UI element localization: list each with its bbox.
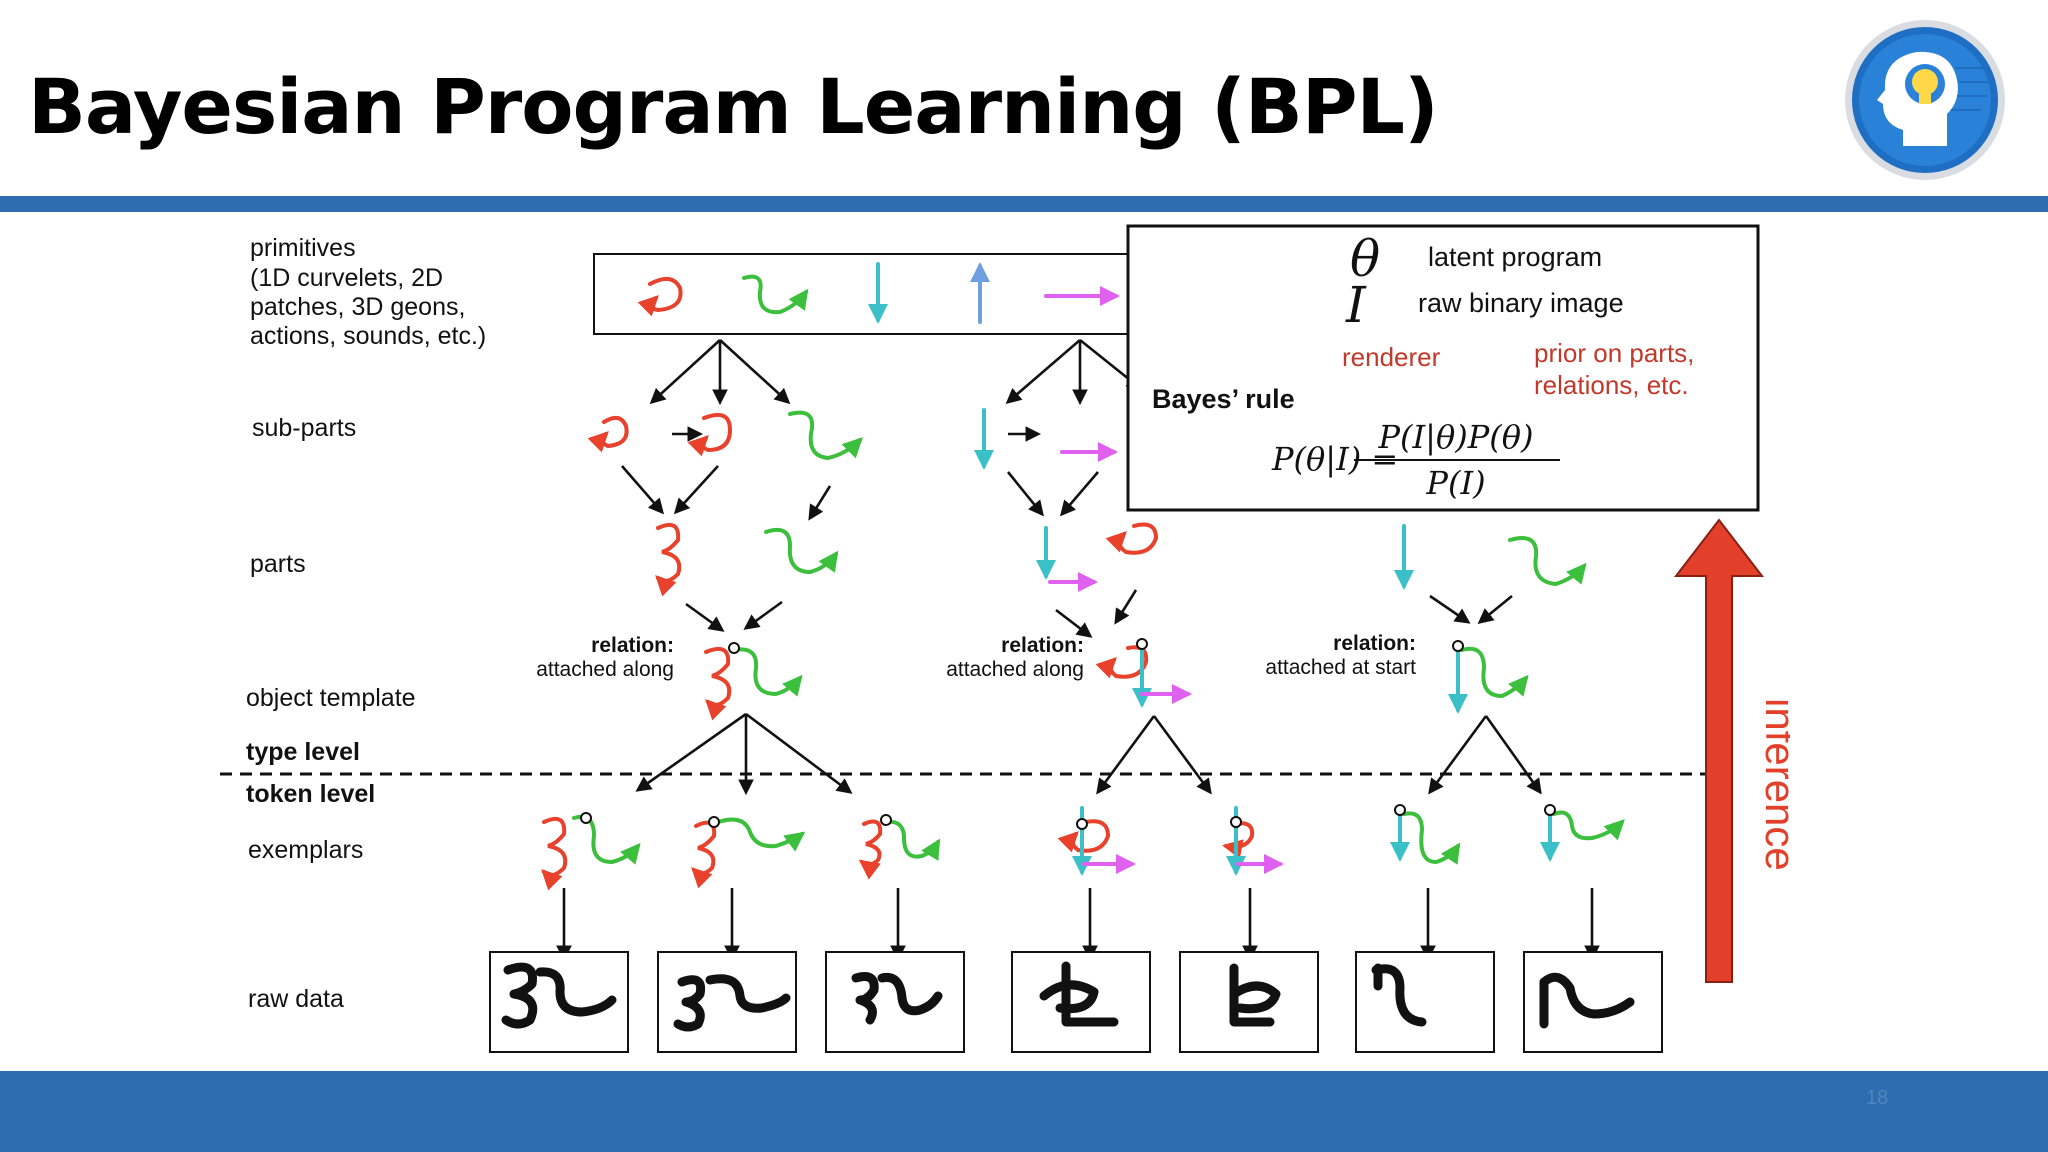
renderer-label: renderer <box>1342 342 1441 372</box>
red-part-3 <box>655 523 682 597</box>
red-subpart-1 <box>587 415 629 453</box>
object-template-label: object template <box>246 684 416 712</box>
parts-label: parts <box>250 550 306 578</box>
raw-data-boxes <box>489 951 1663 1053</box>
inference-label: inference <box>1757 698 1790 871</box>
page-number: 18 <box>1866 1087 1889 1109</box>
exemplars-label: exemplars <box>248 836 363 864</box>
hierarchy-arrows <box>556 338 1600 962</box>
relation-text-3: attached at start <box>1265 656 1416 679</box>
type-level-label: type level <box>246 738 360 766</box>
prior-label-line1: prior on parts, <box>1534 338 1694 368</box>
bpl-diagram: primitives (1D curvelets, 2D patches, 3D… <box>220 224 1790 1053</box>
brain-lightbulb-icon <box>1845 20 2005 180</box>
equation-numerator: P(I|θ)P(θ) <box>1378 418 1534 456</box>
relation-title-2: relation: <box>1001 634 1084 657</box>
equation-denominator: P(I) <box>1425 464 1485 502</box>
sub-parts-label: sub-parts <box>252 414 356 442</box>
footer-bar <box>0 1071 2048 1152</box>
green-part-2 <box>1508 536 1587 587</box>
green-part <box>764 527 839 575</box>
raw-data-label: raw data <box>248 985 344 1013</box>
raw-data-glyphs <box>501 961 1635 1032</box>
prior-label-line2: relations, etc. <box>1534 370 1689 400</box>
object-templates <box>704 638 1529 721</box>
red-curl-primitive <box>637 276 683 317</box>
relation-title-1: relation: <box>591 634 674 657</box>
exemplars <box>541 804 1625 891</box>
relation-title-3: relation: <box>1333 632 1416 655</box>
slide-title: Bayesian Program Learning (BPL) <box>28 62 1439 151</box>
title-divider-bar <box>0 196 2048 212</box>
relation-text-1: attached along <box>536 658 674 681</box>
i-text: raw binary image <box>1418 288 1624 318</box>
token-level-label: token level <box>246 780 375 808</box>
i-symbol: I <box>1345 276 1367 334</box>
legend-box <box>1126 224 1760 512</box>
bayes-rule-label: Bayes’ rule <box>1152 384 1295 414</box>
primitives-label: primitives (1D curvelets, 2D patches, 3D… <box>250 234 486 350</box>
red-subpart-2 <box>687 413 733 457</box>
relation-text-2: attached along <box>946 658 1084 681</box>
inference-arrow <box>1673 518 1765 983</box>
green-subpart <box>788 410 863 461</box>
theta-symbol: θ <box>1350 230 1380 288</box>
green-s-primitive <box>742 274 809 315</box>
red-curl-part <box>1105 522 1159 555</box>
theta-text: latent program <box>1428 242 1602 272</box>
